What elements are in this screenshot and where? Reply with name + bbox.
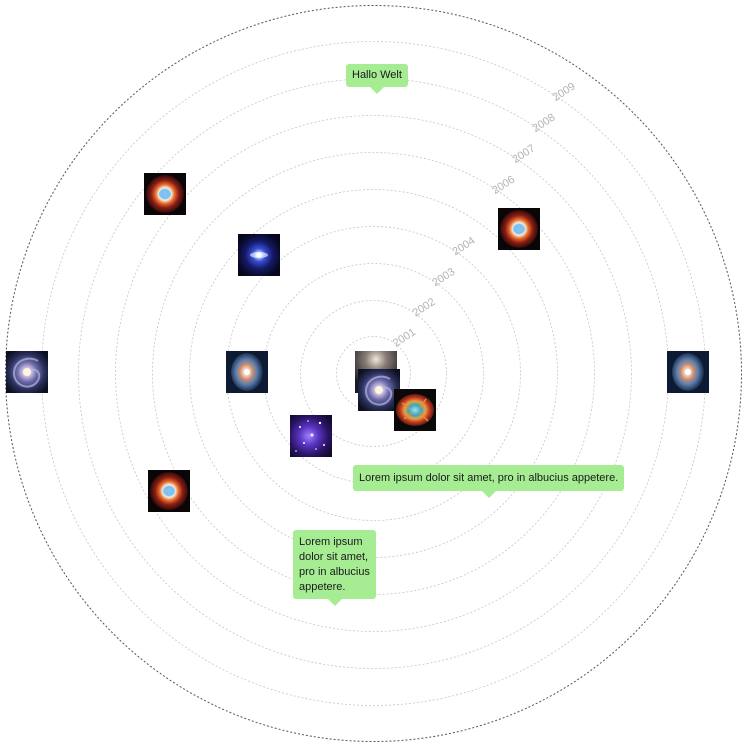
thumb-cats-eye-nebula-right-edge[interactable] bbox=[667, 351, 709, 393]
thumb-helix-nebula-upper-left[interactable] bbox=[144, 173, 186, 215]
ring-1 bbox=[336, 336, 411, 411]
ring-label-2009: 2009 bbox=[551, 80, 578, 103]
thumb-cats-eye-nebula-left[interactable] bbox=[226, 351, 268, 393]
bubble-lorem-wide[interactable]: Lorem ipsum dolor sit amet, pro in albuc… bbox=[353, 465, 625, 498]
thumb-crab-nebula-center[interactable] bbox=[394, 389, 436, 431]
thumb-blue-star[interactable] bbox=[238, 234, 280, 276]
ring-7 bbox=[115, 115, 632, 632]
ring-label-2007: 2007 bbox=[510, 143, 537, 166]
thumb-helix-nebula-right[interactable] bbox=[498, 208, 540, 250]
ring-label-group: 2001 2002 2003 2004 2006 2007 2008 2009 bbox=[391, 80, 578, 349]
ring-6 bbox=[152, 152, 595, 595]
ring-label-2004: 2004 bbox=[450, 235, 477, 258]
bubble-lorem-narrow[interactable]: Lorem ipsum dolor sit amet, pro in albuc… bbox=[293, 530, 376, 606]
ring-label-2008: 2008 bbox=[530, 111, 557, 134]
outer-ring bbox=[5, 5, 742, 742]
ring-2 bbox=[300, 300, 447, 447]
thumb-spiral-galaxy-left-edge[interactable] bbox=[6, 351, 48, 393]
thumb-helix-nebula-lower-left[interactable] bbox=[148, 470, 190, 512]
thumb-spiral-galaxy-center[interactable] bbox=[358, 369, 400, 411]
ring-label-2001: 2001 bbox=[391, 326, 418, 349]
ring-label-2006: 2006 bbox=[490, 174, 517, 197]
bubble-hallo-welt[interactable]: Hallo Welt bbox=[346, 64, 408, 94]
ring-label-2003: 2003 bbox=[430, 266, 457, 289]
ring-label-2002: 2002 bbox=[411, 296, 438, 319]
thumb-star-cluster[interactable] bbox=[290, 415, 332, 457]
